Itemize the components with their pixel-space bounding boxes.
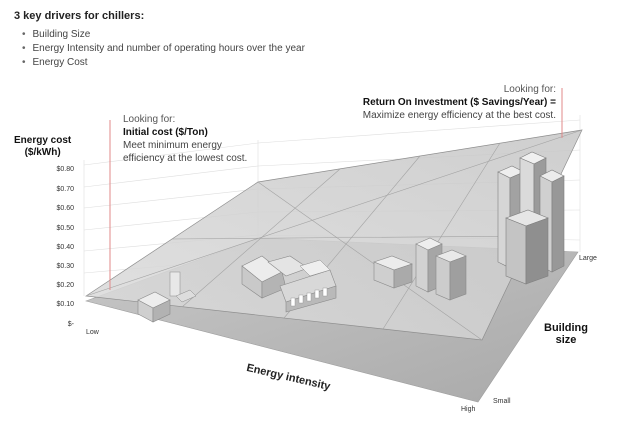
- note-line: Meet minimum energy: [123, 140, 222, 151]
- skyscraper-buildings: [497, 151, 565, 285]
- note-title: Return On Investment ($ Savings/Year) =: [362, 97, 556, 108]
- axis-title-line: Energy cost: [14, 135, 72, 146]
- building-size-axis-title: Building size: [544, 322, 588, 346]
- y-tick-label: $0.60: [56, 205, 74, 212]
- axis-title-line: size: [555, 334, 577, 346]
- initial-cost-note: Looking for: Initial cost ($/Ton) Meet m…: [123, 113, 283, 165]
- note-lead: Looking for:: [503, 84, 556, 95]
- driver-item: Building Size: [22, 28, 305, 42]
- drivers-list: Building Size Energy Intensity and numbe…: [22, 28, 305, 70]
- y-tick-label: $0.50: [56, 225, 74, 232]
- axis-title-line: Building: [544, 322, 588, 334]
- y-tick-label: $0.70: [56, 186, 74, 193]
- y-tick-label: $0.20: [56, 282, 74, 289]
- y-tick-label: $0.40: [56, 244, 74, 251]
- midrise-buildings: [373, 237, 467, 301]
- energy-cost-axis-title: Energy cost ($/kWh): [14, 135, 71, 159]
- axis-title-line: ($/kWh): [24, 147, 61, 158]
- roi-note: Looking for: Return On Investment ($ Sav…: [300, 83, 556, 122]
- y-tick-label: $0.80: [56, 166, 74, 173]
- note-lead: Looking for:: [123, 114, 176, 125]
- drivers-heading: 3 key drivers for chillers:: [14, 10, 145, 22]
- x-high-label: High: [461, 406, 476, 413]
- note-line: Maximize energy efficiency at the best c…: [362, 110, 556, 121]
- note-line: efficiency at the lowest cost.: [123, 153, 248, 164]
- y-tick-label: $0.10: [56, 301, 74, 308]
- size-small-label: Small: [493, 398, 511, 405]
- small-buildings-low: [137, 271, 197, 323]
- note-title: Initial cost ($/Ton): [123, 127, 208, 138]
- y-tick-label: $-: [67, 321, 74, 328]
- y-tick-label: $0.30: [56, 263, 74, 270]
- plane-grid: [85, 129, 583, 341]
- driver-item: Energy Intensity and number of operating…: [22, 42, 305, 56]
- campus-buildings: [241, 255, 337, 313]
- x-low-label: Low: [86, 329, 99, 336]
- driver-item: Energy Cost: [22, 56, 305, 70]
- size-large-label: Large: [579, 255, 597, 262]
